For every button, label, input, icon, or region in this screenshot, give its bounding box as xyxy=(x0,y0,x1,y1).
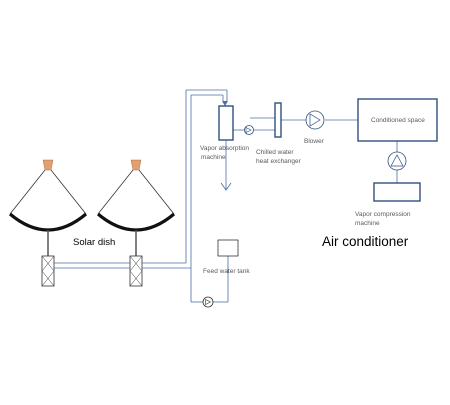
blower-icon xyxy=(305,110,325,130)
dish-base-left xyxy=(41,255,55,287)
valve-icon xyxy=(244,125,254,135)
chilled-water-label-1: Chilled water xyxy=(256,149,294,156)
feed-water-tank xyxy=(217,239,239,257)
ray-left-b xyxy=(50,169,87,215)
solar-dish-label: Solar dish xyxy=(73,237,115,248)
ray-left-a xyxy=(9,169,46,215)
solar-dish-left xyxy=(8,159,88,287)
dish-mirror-right xyxy=(96,212,176,232)
air-conditioner-label: Air conditioner xyxy=(322,234,409,249)
conditioned-space-label: Conditioned space xyxy=(371,117,425,124)
flow-arrow-in xyxy=(222,101,228,106)
vapor-compression-label-1: Vapor compression xyxy=(355,211,411,218)
receiver-left xyxy=(42,159,54,171)
dish-base-right-x4 xyxy=(129,270,143,287)
vam-drain-fork xyxy=(220,182,232,191)
dish-base-right-x2 xyxy=(129,255,143,272)
feed-water-tank-label: Feed water tank xyxy=(203,268,250,275)
blower-label: Blower xyxy=(304,138,325,145)
vapor-compression-machine xyxy=(373,182,421,202)
solar-dish-right xyxy=(96,159,176,287)
vapor-absorption-label-1: Vapor absorption xyxy=(200,145,249,152)
vapor-absorption-machine xyxy=(218,105,234,141)
conditioned-space xyxy=(357,98,438,142)
chilled-water-heat-exchanger xyxy=(274,102,282,138)
feed-pump-icon xyxy=(202,296,214,308)
chilled-water-label-2: heat exchanger xyxy=(256,158,302,165)
vapor-absorption-label-2: machine xyxy=(201,154,226,161)
vapor-compression-label-2: machine xyxy=(355,220,380,227)
dish-base-left-x4 xyxy=(41,270,55,287)
ray-right-b xyxy=(138,169,175,215)
dish-mirror-left xyxy=(8,212,88,232)
receiver-right xyxy=(130,159,142,171)
dish-base-left-x2 xyxy=(41,255,55,272)
dish-base-right xyxy=(129,255,143,287)
ray-right-a xyxy=(97,169,134,215)
pipe-network xyxy=(54,89,398,303)
compressor-pump-icon xyxy=(387,151,407,171)
